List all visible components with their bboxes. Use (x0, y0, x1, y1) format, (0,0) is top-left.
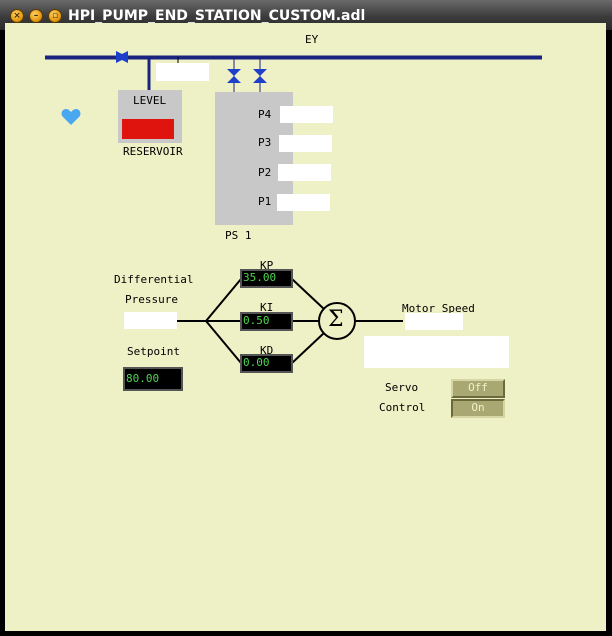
level-label: LEVEL (133, 94, 167, 107)
pump-value-p2 (278, 164, 331, 181)
servo-on-button[interactable]: On (451, 399, 505, 418)
diff-pressure-label-1: Differential (114, 273, 194, 286)
pump-station-label: PS 1 (225, 229, 252, 242)
minimize-icon[interactable]: – (29, 9, 43, 23)
pump-label-p2: P2 (258, 166, 272, 179)
kp-label: KP (260, 259, 274, 272)
pump-value-p4 (280, 106, 333, 123)
pump-label-p3: P3 (258, 136, 272, 149)
display-canvas: EY LEVEL RESERVOIR P4 P3 P2 P1 PS 1 Diff… (5, 23, 606, 631)
reservoir-label: RESERVOIR (123, 145, 183, 158)
kd-label: KD (260, 344, 274, 357)
kp-input[interactable]: 35.00 (240, 269, 293, 288)
valve-icon (227, 69, 241, 76)
kp-to-sum (291, 278, 325, 310)
valve-icon (227, 76, 241, 83)
servo-label: Servo (385, 381, 419, 394)
setpoint-input[interactable]: 80.00 (123, 367, 183, 391)
heart-icon (61, 109, 81, 125)
header-status-field (156, 63, 209, 81)
valve-icon (116, 51, 128, 63)
pump-label-p1: P1 (258, 195, 272, 208)
motor-speed-status (364, 336, 509, 368)
ey-label: EY (305, 33, 319, 46)
summing-junction (318, 302, 356, 340)
pump-label-p4: P4 (258, 108, 272, 121)
kd-to-sum (291, 332, 325, 364)
reservoir-level-bar (122, 119, 174, 139)
schematic-lines (45, 51, 542, 364)
pump-value-p3 (279, 135, 332, 152)
ki-label: KI (260, 301, 274, 314)
diff-pressure-value (124, 312, 177, 329)
maximize-icon[interactable]: ▫ (48, 9, 62, 23)
valve-icon (253, 69, 267, 76)
control-label: Control (379, 401, 426, 414)
diff-pressure-label-2: Pressure (125, 293, 178, 306)
ki-input[interactable]: 0.50 (240, 312, 293, 331)
window-title: HPI_PUMP_END_STATION_CUSTOM.adl (68, 8, 366, 24)
servo-off-button[interactable]: Off (451, 379, 505, 398)
sum-symbol: Σ (328, 307, 344, 332)
close-icon[interactable]: × (10, 9, 24, 23)
pump-value-p1 (277, 194, 330, 211)
motor-speed-label: Motor Speed (402, 302, 475, 315)
kp-branch (205, 278, 242, 322)
kd-input[interactable]: 0.00 (240, 354, 293, 373)
kd-branch (205, 320, 242, 364)
setpoint-label: Setpoint (127, 345, 180, 358)
motor-speed-value (405, 313, 463, 330)
valve-icon (253, 76, 267, 83)
